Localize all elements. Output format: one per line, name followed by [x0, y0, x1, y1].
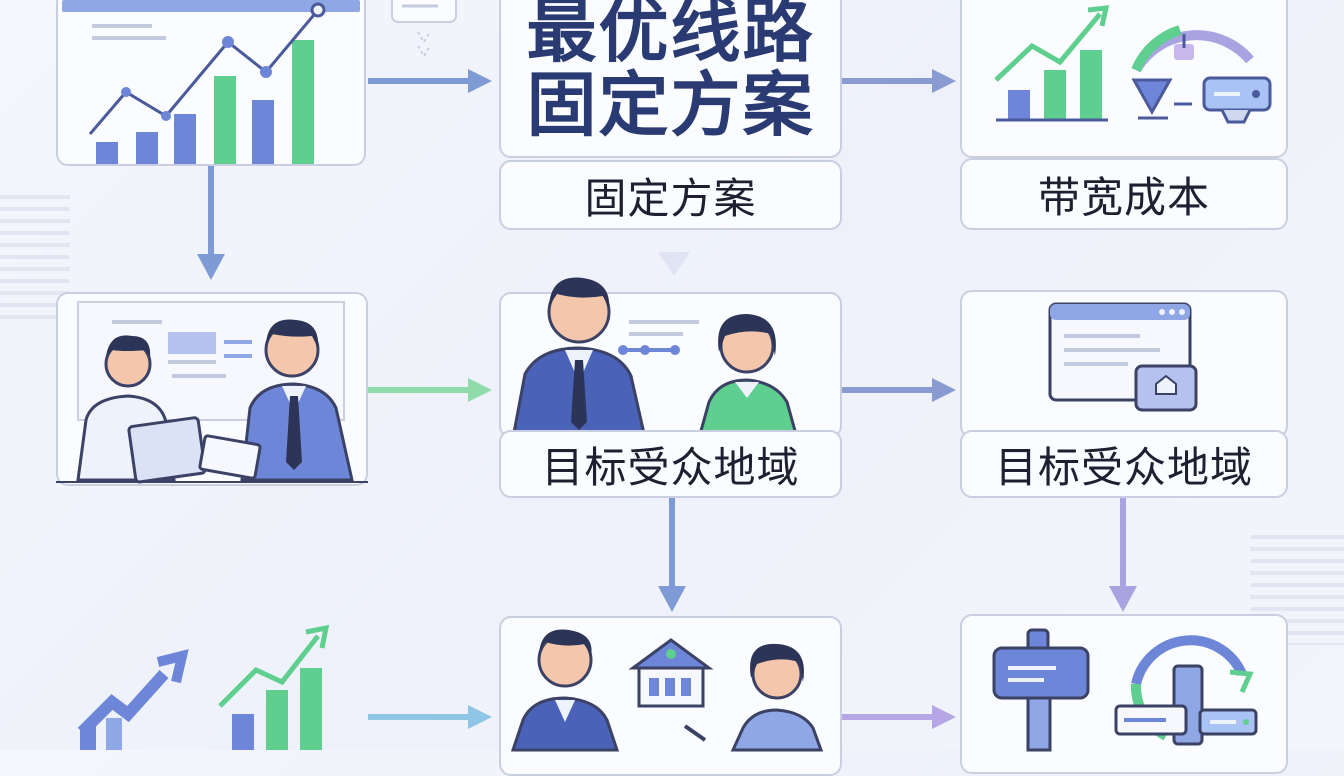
bandwidth-cost-label: 带宽成本 [960, 158, 1288, 230]
arrow-down-left [197, 166, 225, 280]
center-title-card [499, 0, 842, 158]
chart-bar [292, 40, 314, 164]
chart-bar [1044, 70, 1066, 120]
center-title-line1: 最优线路 [526, 0, 815, 72]
chart-bar [136, 132, 158, 164]
network-devices-illustration [992, 628, 1258, 752]
business-people-illustration [511, 277, 799, 440]
business-meeting-illustration [56, 301, 368, 484]
chart-bar [266, 690, 288, 750]
agency-meeting-illustration [510, 629, 824, 752]
arrow-right-3 [368, 378, 492, 402]
chart-bar [174, 114, 196, 164]
center-title-line2: 固定方案 [526, 64, 815, 146]
arrow-down-middle [658, 498, 686, 612]
chart-bar [1080, 50, 1102, 120]
chart-bar [300, 668, 322, 750]
fixed-plan-label: 固定方案 [499, 160, 842, 230]
speech-bubble-icon [391, 0, 457, 58]
chart-bar [96, 142, 118, 164]
arrow-right-2 [842, 69, 956, 93]
arrow-right-1 [368, 69, 492, 93]
browser-window-illustration [1048, 302, 1198, 412]
chart-bar [252, 100, 274, 164]
arrow-down-right [1109, 498, 1137, 612]
arrow-right-5 [368, 705, 492, 729]
chart-bar [1008, 90, 1030, 120]
target-audience-label-right: 目标受众地域 [960, 430, 1288, 498]
arrow-right-4 [842, 378, 956, 402]
growth-trend-illustration [77, 624, 330, 750]
target-audience-label-middle: 目标受众地域 [499, 430, 842, 498]
down-triangle-icon [658, 252, 690, 276]
chart-bar [214, 76, 236, 164]
bandwidth-cost-illustration [994, 5, 1272, 124]
growth-chart-illustration [62, 0, 360, 164]
bandwidth-illustration-card [960, 0, 1288, 158]
arrow-right-6 [842, 705, 956, 729]
chart-bar [232, 714, 254, 750]
